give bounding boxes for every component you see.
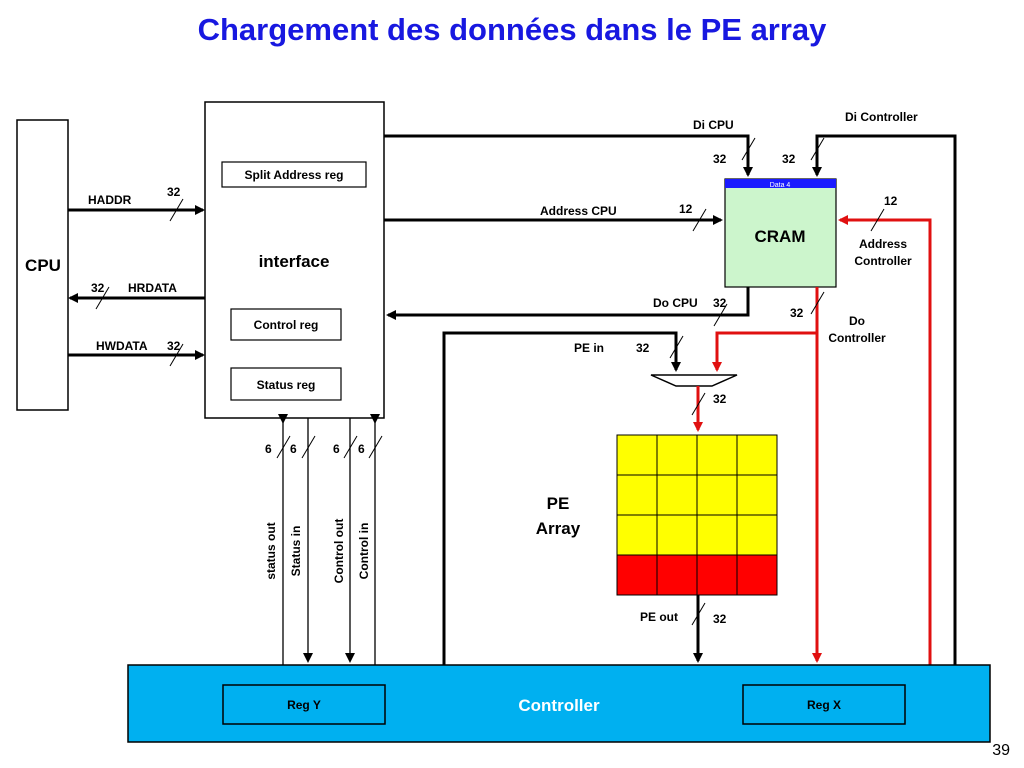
cpu-label: CPU (25, 256, 61, 275)
control-out-width: 6 (333, 442, 340, 456)
haddr-slash (169, 198, 184, 222)
page-number: 39 (992, 742, 1010, 759)
pe-in-bus (442, 331, 681, 665)
split-address-reg (221, 161, 367, 188)
reg-x (742, 684, 906, 725)
pe-cell (616, 434, 658, 476)
reg-x-label: Reg X (807, 698, 841, 712)
pe-cell (696, 474, 738, 516)
pe-cell (736, 434, 778, 476)
address-controller-slash (870, 208, 885, 232)
hwdata-label: HWDATA (96, 339, 148, 353)
interface-block (204, 101, 385, 419)
control-in-slash (368, 435, 383, 459)
di-controller-width: 32 (782, 152, 796, 166)
interface-label: interface (259, 252, 330, 271)
control-in-label: Control in (357, 523, 371, 580)
di-cpu-width: 32 (713, 152, 727, 166)
mux-out-width: 32 (713, 392, 727, 406)
di-cpu-label: Di CPU (693, 118, 734, 132)
di-controller-bus (812, 134, 957, 665)
di-controller-label: Di Controller (845, 110, 918, 124)
pe-cell (656, 434, 698, 476)
address-cpu-label: Address CPU (540, 204, 617, 218)
pe-array-grid (616, 434, 778, 596)
cram-header-label: Data 4 (770, 182, 791, 189)
pe-cell (736, 474, 778, 516)
do-cpu-width: 32 (713, 296, 727, 310)
slide-title: Chargement des données dans le PE array (197, 12, 827, 47)
control-in-width: 6 (358, 442, 365, 456)
cpu-block (16, 119, 69, 411)
status-reg-label: Status reg (257, 378, 316, 392)
pe-cell (696, 434, 738, 476)
status-out-label: status out (264, 522, 278, 579)
pe-in-label: PE in (574, 341, 604, 355)
status-out-width: 6 (265, 442, 272, 456)
controller-label: Controller (518, 696, 600, 715)
address-controller-label-1: Address (859, 237, 907, 251)
cram-label: CRAM (755, 227, 806, 246)
control-reg-label: Control reg (254, 318, 319, 332)
hwdata-slash (169, 343, 184, 367)
reg-y (222, 684, 386, 725)
hrdata-slash (95, 286, 110, 310)
pe-array-label-1: PE (547, 494, 570, 513)
di-cpu-bus (384, 134, 753, 177)
pe-cell (616, 514, 658, 556)
haddr-width: 32 (167, 185, 181, 199)
address-controller-label-2: Controller (854, 254, 912, 268)
do-cpu-bus (386, 287, 750, 320)
pe-out-slash (691, 602, 706, 626)
hrdata-width: 32 (91, 281, 105, 295)
status-in-width: 6 (290, 442, 297, 456)
pe-in-width: 32 (636, 341, 650, 355)
status-in-label: Status in (289, 526, 303, 577)
pe-cell-loaded (616, 554, 658, 596)
haddr-label: HADDR (88, 193, 132, 207)
reg-y-label: Reg Y (287, 698, 321, 712)
input-mux (650, 374, 738, 387)
pe-cell-loaded (736, 554, 778, 596)
status-in-slash (301, 435, 316, 459)
address-cpu-slash (692, 208, 707, 232)
do-controller-label-1: Do (849, 314, 865, 328)
cram-block (724, 178, 837, 288)
pe-cell (696, 514, 738, 556)
control-out-label: Control out (332, 519, 346, 584)
status-reg (230, 367, 342, 401)
address-controller-width: 12 (884, 194, 898, 208)
pe-cell (656, 474, 698, 516)
pe-cell (736, 514, 778, 556)
pe-cell (656, 514, 698, 556)
hrdata-label: HRDATA (128, 281, 177, 295)
pe-cell-loaded (696, 554, 738, 596)
status-out-slash (276, 435, 291, 459)
pe-in-slash (669, 335, 684, 359)
control-out-slash (343, 435, 358, 459)
control-reg (230, 308, 342, 341)
di-controller-slash (810, 137, 825, 161)
do-cpu-label: Do CPU (653, 296, 698, 310)
pe-cell-loaded (656, 554, 698, 596)
split-address-reg-label: Split Address reg (245, 168, 344, 182)
address-cpu-width: 12 (679, 202, 693, 216)
address-controller-path (838, 215, 932, 665)
mux-out-slash (691, 392, 706, 416)
di-cpu-slash (741, 137, 756, 161)
pe-cell (616, 474, 658, 516)
do-cpu-slash (713, 303, 728, 327)
do-controller-slash (810, 291, 825, 315)
pe-out-label: PE out (640, 610, 678, 624)
do-controller-width: 32 (790, 306, 804, 320)
pe-out-width: 32 (713, 612, 727, 626)
pe-array-label-2: Array (536, 519, 581, 538)
controller-to-mux-path (712, 331, 817, 372)
do-controller-label-2: Controller (828, 331, 886, 345)
cram-header-bar (725, 179, 836, 188)
hwdata-width: 32 (167, 339, 181, 353)
